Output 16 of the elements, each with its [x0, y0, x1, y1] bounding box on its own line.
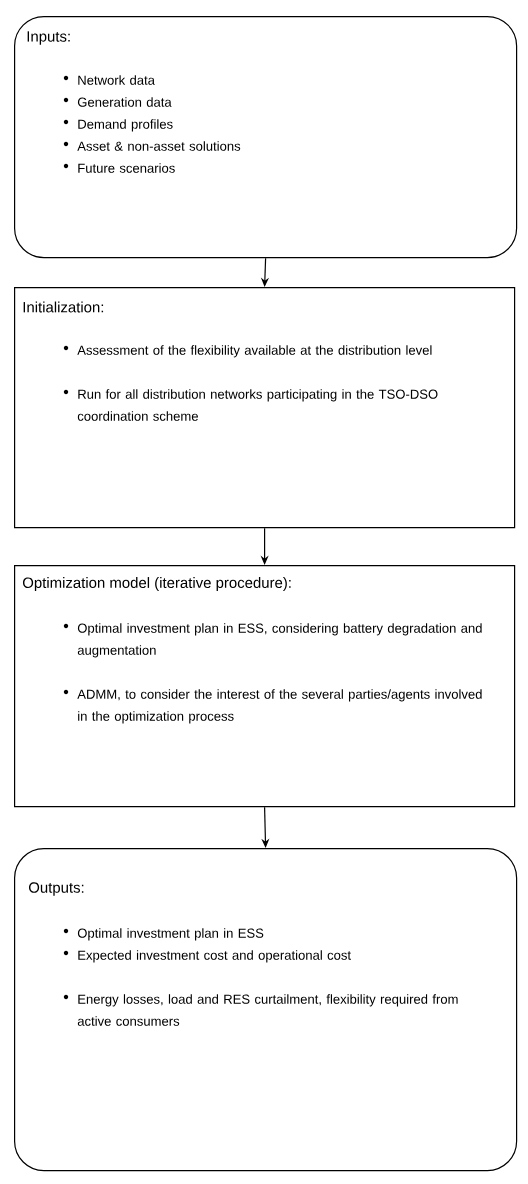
- bullet-item: Generation data: [63, 97, 172, 107]
- bullet-item: Assessment of the flexibility available at the distribution level: [63, 345, 432, 358]
- bullet-item: Optimal investment plan in ESS: [63, 928, 264, 941]
- bullet-item: Demand profiles: [63, 119, 173, 132]
- box-heading: Outputs:: [29, 882, 84, 896]
- bullet-item: Run for all distribution networks participating in the TSO-DSO coordination scheme: [63, 389, 438, 421]
- bullet-item: Asset & non-asset solutions: [63, 141, 241, 151]
- bullet-item: Optimal investment plan in ESS, considering battery degradation and augmentation: [63, 623, 482, 658]
- bullet-item: Energy losses, load and RES curtailment, flexibility required from active consumers: [63, 994, 458, 1026]
- box-heading: Optimization model (iterative procedure):: [23, 577, 291, 591]
- bullet-item: Future scenarios: [63, 163, 175, 173]
- box-heading: Inputs:: [27, 31, 70, 45]
- box-heading: Initialization:: [23, 301, 104, 313]
- bullet-item: Expected investment cost and operational cost: [63, 950, 351, 963]
- bullet-item: ADMM, to consider the interest of the several parties/agents involved in the optimization process: [63, 689, 482, 724]
- bullet-item: Network data: [63, 75, 155, 85]
